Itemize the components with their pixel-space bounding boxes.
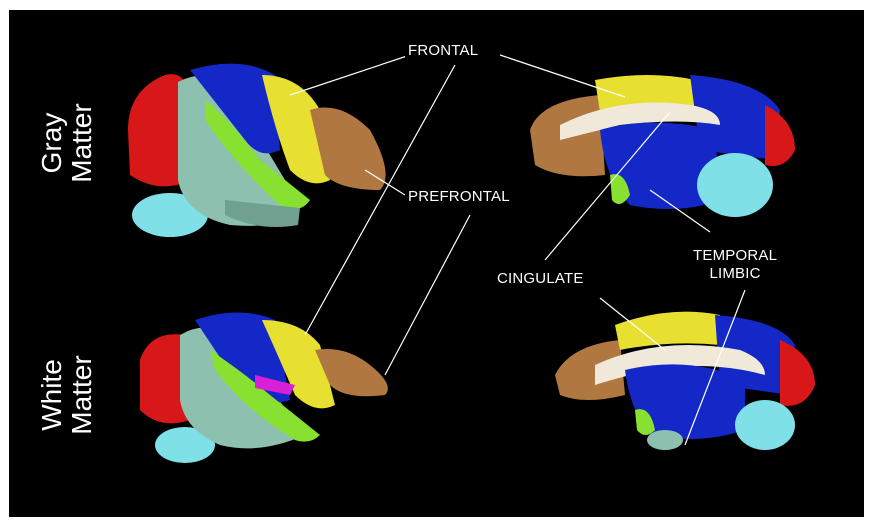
- label-prefrontal: PREFRONTAL: [405, 188, 513, 206]
- row-label-gray-line1: Gray: [37, 98, 67, 188]
- brain-gray-medial: [530, 75, 795, 217]
- row-label-white-matter: White Matter: [37, 350, 97, 440]
- label-temporal-limbic: TEMPORAL LIMBIC: [690, 247, 780, 283]
- label-limbic: LIMBIC: [693, 265, 777, 283]
- label-temporal: TEMPORAL: [693, 247, 777, 265]
- brain-gray-lateral: [128, 64, 386, 237]
- row-label-white-line1: White: [37, 350, 67, 440]
- label-frontal: FRONTAL: [405, 42, 481, 60]
- brain-white-medial: [555, 312, 815, 450]
- row-label-gray-line2: Matter: [67, 98, 97, 188]
- row-label-gray-matter: Gray Matter: [37, 98, 97, 188]
- row-label-white-line2: Matter: [67, 350, 97, 440]
- label-cingulate: CINGULATE: [494, 270, 587, 288]
- brain-white-lateral: [140, 313, 388, 464]
